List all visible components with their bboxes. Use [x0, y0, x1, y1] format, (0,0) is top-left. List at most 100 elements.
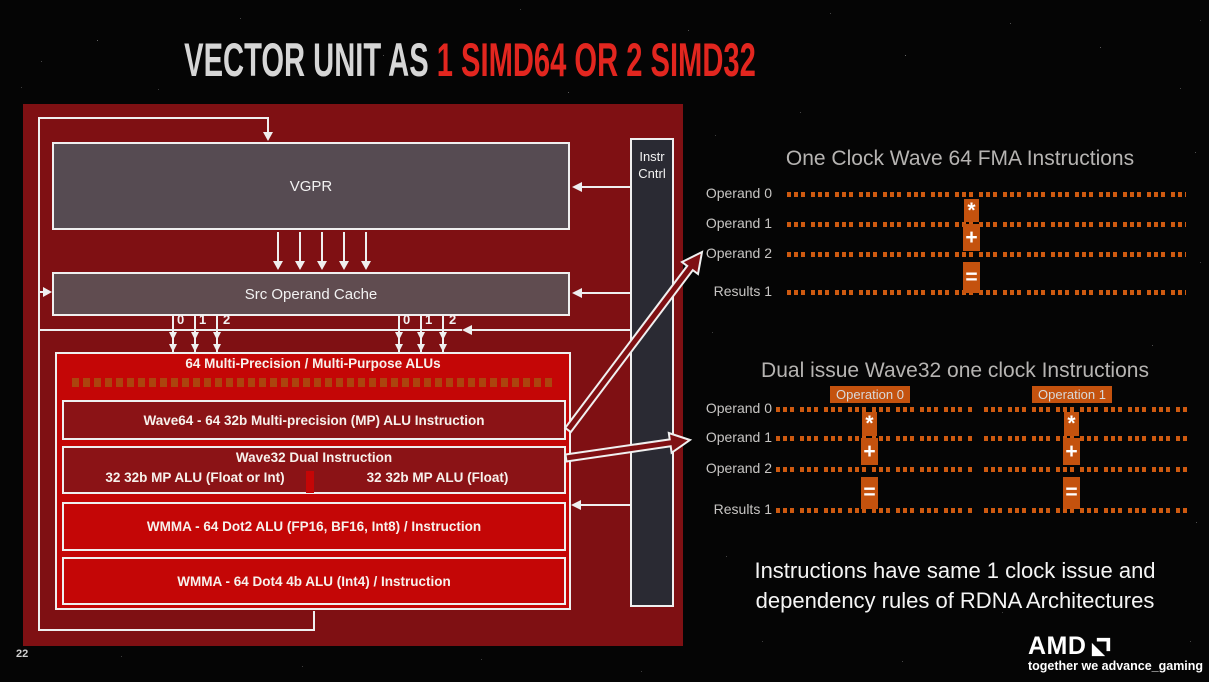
dashed-bus-line — [787, 192, 1186, 197]
dual-issue-diagram-title: Dual issue Wave32 one clock Instructions — [761, 359, 1149, 382]
dashed-bus-line — [787, 222, 1186, 227]
arrow-down-icon — [263, 132, 273, 141]
amd-logo: AMD — [1028, 632, 1111, 661]
dashed-bus-line — [776, 467, 975, 472]
operand-row-label: Operand 0 — [705, 400, 772, 416]
dashed-bus-line — [787, 252, 1186, 257]
operand-row-label: Results 1 — [713, 283, 772, 299]
wave32-right-alu-label: 32 32b MP ALU (Float) — [366, 470, 509, 485]
operator-mark-add: + — [1063, 438, 1080, 465]
connector-line — [277, 232, 279, 262]
amd-wordmark: AMD — [1028, 632, 1087, 660]
operator-mark-multiply: * — [862, 412, 877, 436]
connector-line — [40, 291, 45, 293]
arrow-down-icon — [213, 344, 221, 352]
operand-row-label: Operand 2 — [705, 460, 772, 476]
src-operand-cache-box: Src Operand Cache — [52, 272, 570, 316]
arrow-down-icon — [191, 332, 199, 340]
arrow-left-icon — [462, 325, 472, 335]
port-label: 1 — [199, 312, 207, 327]
arrow-down-icon — [339, 261, 349, 270]
instr-cntrl-box: Instr Cntrl — [630, 138, 674, 607]
port-label: 2 — [223, 312, 231, 327]
operation-1-label: Operation 1 — [1032, 386, 1112, 403]
note-line-1: Instructions have same 1 clock issue and — [754, 558, 1156, 583]
connector-line — [365, 232, 367, 262]
operand-row-label: Operand 2 — [705, 245, 772, 261]
note-line-2: dependency rules of RDNA Architectures — [755, 588, 1155, 613]
amd-tagline: together we advance_gaming — [1028, 659, 1204, 673]
wave32-box — [62, 446, 566, 494]
src-operand-cache-label: Src Operand Cache — [244, 285, 378, 303]
operation-0-label: Operation 0 — [830, 386, 910, 403]
arrow-down-icon — [417, 332, 425, 340]
arrow-down-icon — [317, 261, 327, 270]
dashed-bus-line — [984, 407, 1187, 412]
wave64-box: Wave64 - 64 32b Multi-precision (MP) ALU… — [62, 400, 566, 440]
wave64-label: Wave64 - 64 32b Multi-precision (MP) ALU… — [143, 412, 485, 428]
connector-line — [267, 117, 269, 133]
page-number: 22 — [16, 648, 29, 660]
arrow-down-icon — [417, 344, 425, 352]
connector-line — [321, 232, 323, 262]
arrow-down-icon — [439, 332, 447, 340]
operator-mark-add: + — [861, 438, 878, 465]
arrow-left-icon — [572, 288, 582, 298]
arrow-down-icon — [273, 261, 283, 270]
operator-mark-equals: = — [963, 262, 980, 293]
operator-mark-add: + — [963, 224, 980, 251]
dashed-bus-line — [984, 467, 1187, 472]
connector-line — [38, 117, 40, 631]
arrow-down-icon — [295, 261, 305, 270]
wave32-title: Wave32 Dual Instruction — [235, 450, 393, 465]
wmma-dot4-label: WMMA - 64 Dot4 4b ALU (Int4) / Instructi… — [177, 573, 451, 589]
connector-line — [580, 186, 630, 188]
connector-line — [472, 329, 630, 331]
arrow-down-icon — [169, 344, 177, 352]
arrow-left-icon — [571, 500, 581, 510]
connector-line — [580, 292, 630, 294]
wmma-dot4-box: WMMA - 64 Dot4 4b ALU (Int4) / Instructi… — [62, 557, 566, 605]
connector-line — [38, 629, 315, 631]
connector-line — [299, 232, 301, 262]
connector-line — [343, 232, 345, 262]
port-label: 0 — [177, 312, 185, 327]
wmma-dot2-box: WMMA - 64 Dot2 ALU (FP16, BF16, Int8) / … — [62, 502, 566, 551]
arrow-right-icon — [43, 287, 52, 297]
operand-row-label: Operand 0 — [705, 185, 772, 201]
operator-mark-equals: = — [1063, 477, 1080, 509]
connector-line — [313, 611, 315, 630]
operand-row-label: Operand 1 — [705, 215, 772, 231]
wave32-left-alu-label: 32 32b MP ALU (Float or Int) — [105, 470, 285, 485]
vgpr-label: VGPR — [289, 177, 333, 195]
connector-line — [38, 329, 462, 331]
title-highlight: 1 SIMD64 OR 2 SIMD32 — [436, 33, 756, 86]
note-text: Instructions have same 1 clock issue and… — [700, 556, 1209, 616]
connector-line — [38, 117, 269, 119]
fma-diagram-title: One Clock Wave 64 FMA Instructions — [785, 147, 1135, 170]
instr-cntrl-label: Instr Cntrl — [638, 149, 666, 181]
dashed-bus-line — [787, 290, 1186, 295]
arrow-down-icon — [213, 332, 221, 340]
connector-line — [579, 504, 630, 506]
arrow-left-icon — [572, 182, 582, 192]
operator-mark-multiply: * — [964, 199, 979, 222]
title-prefix: VECTOR UNIT AS — [184, 33, 437, 86]
wave32-divider — [306, 471, 314, 493]
starfield-background — [0, 0, 1, 1]
arrow-down-icon — [361, 261, 371, 270]
port-label: 0 — [403, 312, 411, 327]
wmma-dot2-label: WMMA - 64 Dot2 ALU (FP16, BF16, Int8) / … — [146, 519, 482, 534]
operator-mark-multiply: * — [1064, 412, 1079, 436]
operator-mark-equals: = — [861, 477, 878, 509]
arrow-down-icon — [395, 344, 403, 352]
amd-arrow-icon — [1092, 637, 1111, 656]
vgpr-box: VGPR — [52, 142, 570, 230]
dashed-bus-line — [984, 508, 1187, 513]
page-title: VECTOR UNIT AS 1 SIMD64 OR 2 SIMD32 — [0, 32, 940, 87]
dashed-bus-line — [776, 508, 975, 513]
arrow-down-icon — [395, 332, 403, 340]
port-label: 1 — [425, 312, 433, 327]
arrow-down-icon — [191, 344, 199, 352]
